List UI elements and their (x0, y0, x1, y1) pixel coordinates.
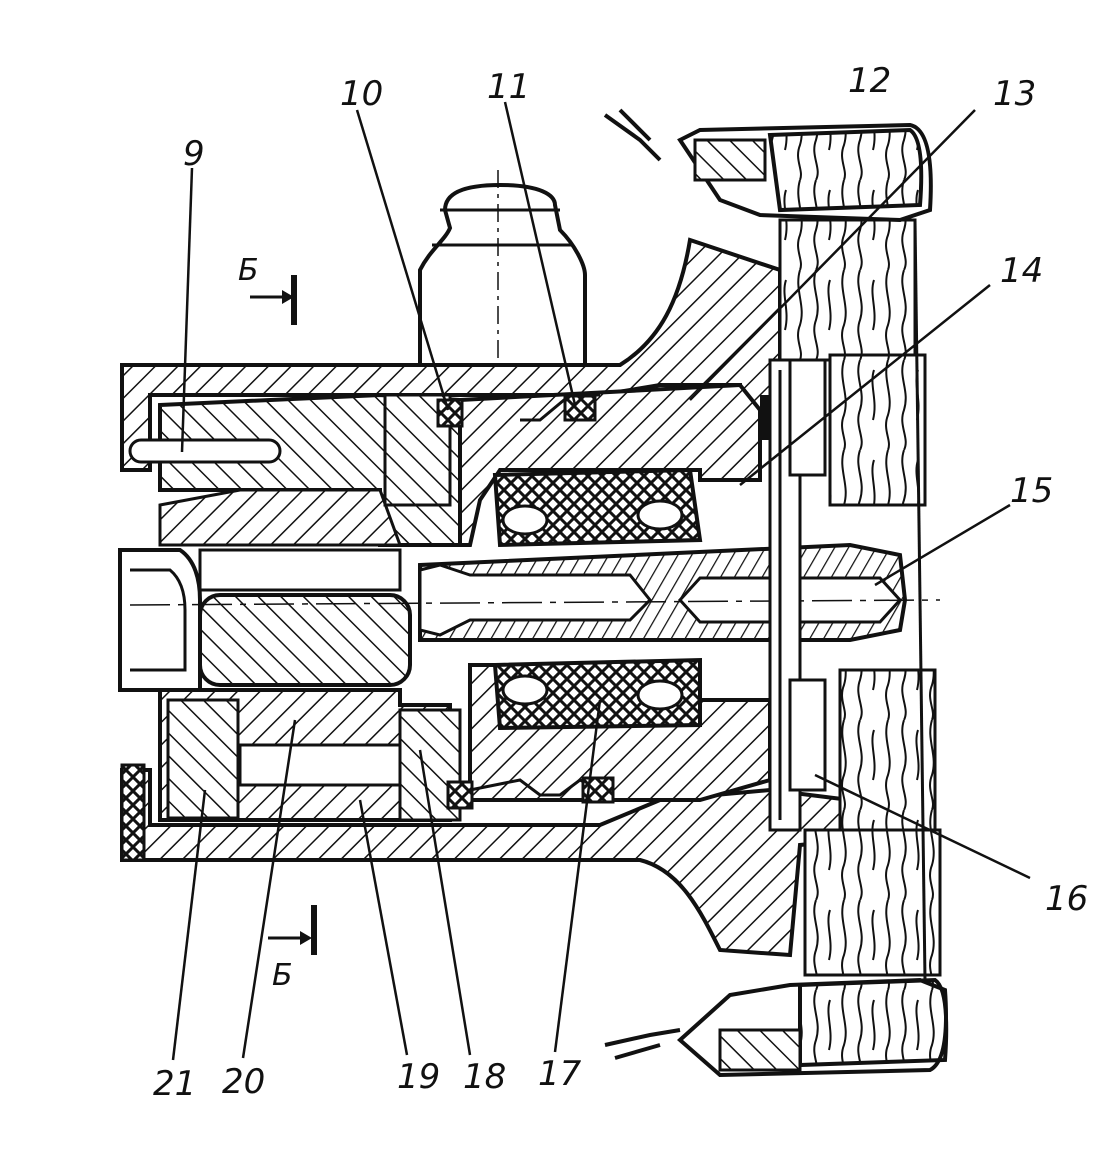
label-16: 16 (1045, 879, 1088, 919)
o-ring-11 (563, 394, 597, 422)
label-19: 19 (397, 1057, 440, 1097)
section-mark-top: Б (238, 253, 297, 325)
label-14: 14 (1000, 251, 1043, 291)
upper-stator-block (158, 392, 462, 547)
tire-rim-lower (604, 977, 948, 1078)
label-13: 13 (993, 74, 1036, 114)
label-9: 9 (183, 134, 205, 174)
section-mark-bottom-label: Б (272, 958, 293, 993)
section-mark-bottom: Б (268, 905, 317, 993)
rubber-coupling-lower (492, 657, 702, 731)
callout-labels: 9 10 11 12 13 14 15 16 17 18 19 20 21 (153, 61, 1088, 1104)
housing-upper-wall (120, 237, 782, 472)
seal-strip-left (120, 763, 146, 862)
fitting-boss (418, 170, 587, 367)
o-ring-10 (436, 398, 464, 428)
label-17: 17 (538, 1054, 582, 1094)
label-10: 10 (340, 74, 383, 114)
inner-cavity (118, 548, 412, 692)
pin-9 (128, 438, 282, 464)
label-20: 20 (222, 1062, 265, 1102)
label-18: 18 (463, 1057, 506, 1097)
label-21: 21 (153, 1064, 196, 1104)
rubber-coupling-upper (492, 467, 703, 548)
o-ring-lower-left (446, 780, 474, 810)
section-mark-top-label: Б (238, 253, 259, 288)
label-12: 12 (848, 61, 891, 101)
wooden-wheel-12 (767, 127, 949, 1068)
disc-plate (760, 353, 827, 832)
label-11: 11 (487, 67, 530, 107)
label-15: 15 (1010, 471, 1053, 511)
lower-stator-block (158, 688, 462, 822)
leader-lines (171, 101, 1031, 1061)
